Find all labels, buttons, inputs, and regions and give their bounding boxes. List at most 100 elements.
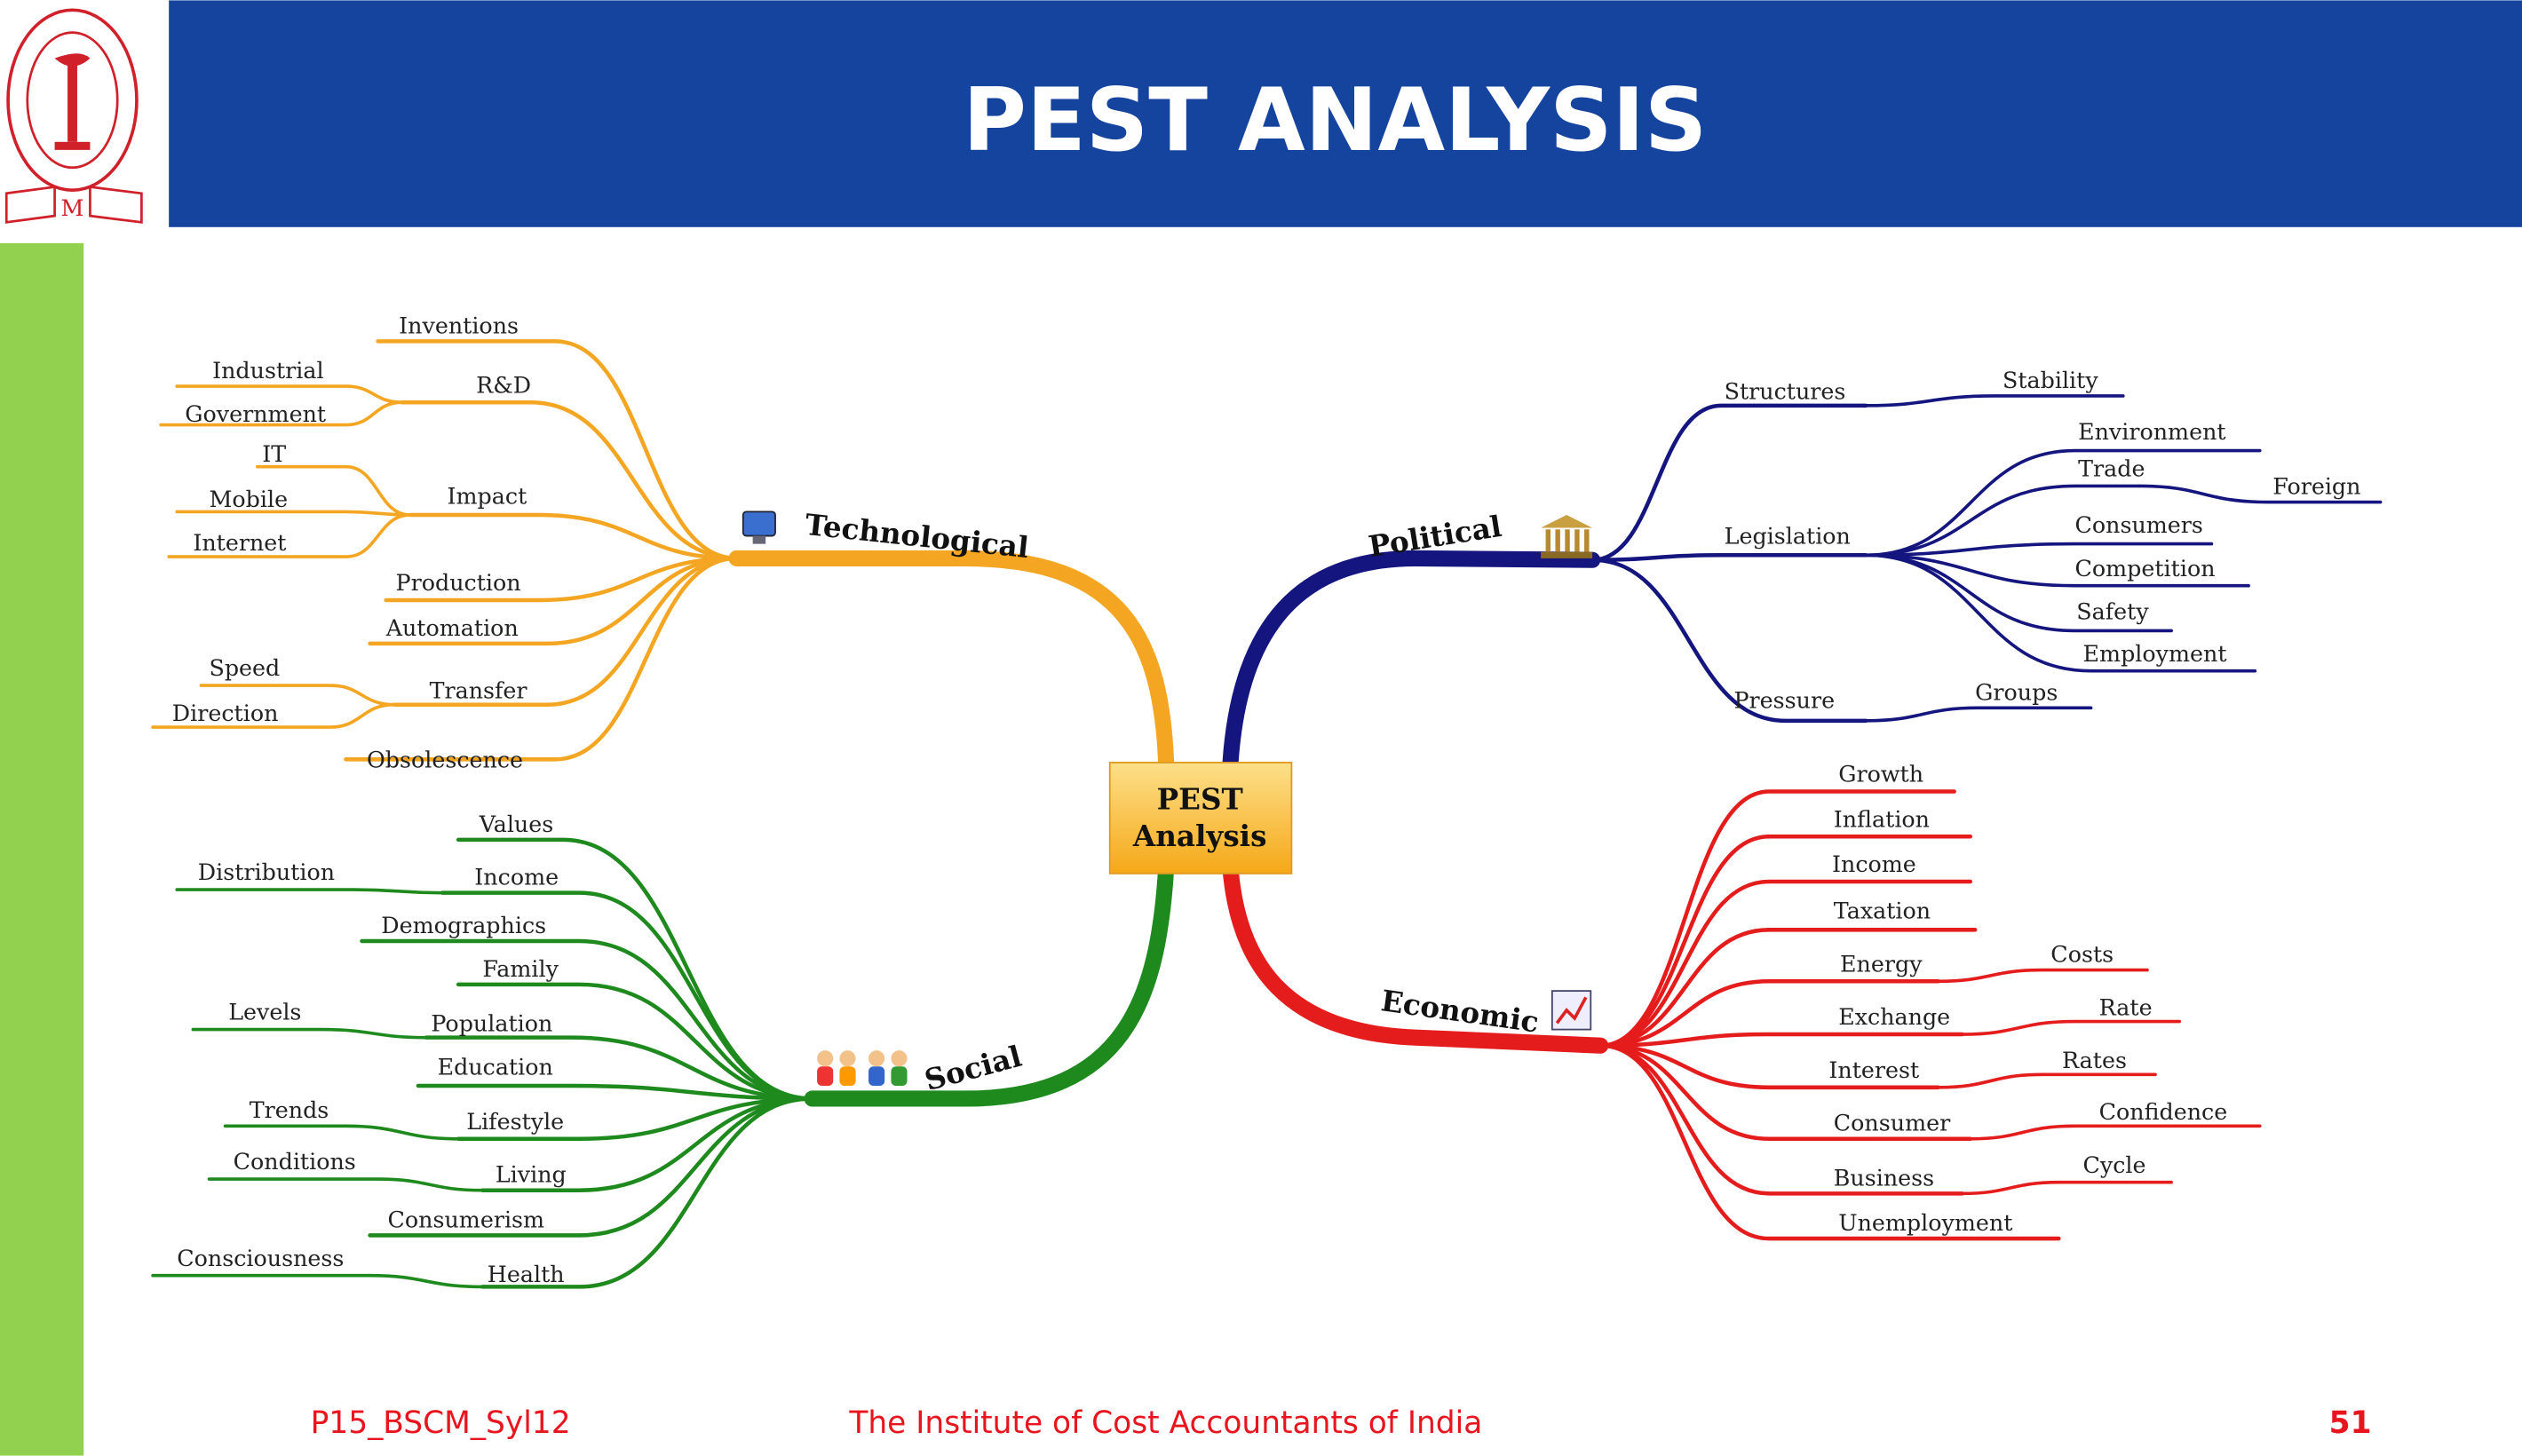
branch-label: Automation xyxy=(385,614,519,641)
branch-line xyxy=(408,512,739,561)
branch-line xyxy=(1864,553,2257,673)
branch-label: Trends xyxy=(250,1096,329,1123)
branch-label: Inflation xyxy=(1834,805,1930,832)
branch-line xyxy=(151,1273,485,1289)
header-bar xyxy=(169,0,2522,227)
page-title: PEST ANALYSIS xyxy=(963,70,1707,171)
branch-label: Business xyxy=(1834,1164,1934,1191)
branch-label: Groups xyxy=(1975,678,2058,705)
branch-line xyxy=(159,400,404,427)
branch-label: Exchange xyxy=(1838,1003,1950,1030)
branch-line xyxy=(1590,553,1868,562)
branch-line xyxy=(1598,879,1973,1048)
branch-line xyxy=(223,1124,461,1141)
branch-label: Levels xyxy=(228,999,301,1025)
branch-label: Consciousness xyxy=(177,1245,344,1271)
branch-label: Production xyxy=(396,569,521,596)
branch-label: Costs xyxy=(2050,941,2114,968)
branch-line xyxy=(191,1027,428,1040)
branch-label: Foreign xyxy=(2272,472,2360,499)
branch-label: Education xyxy=(438,1053,553,1080)
branch-line xyxy=(1936,968,2149,984)
branch-label: Population xyxy=(431,1009,552,1036)
branch-label: Income xyxy=(1832,851,1916,877)
branch-line xyxy=(1864,448,2262,558)
branch-line xyxy=(167,513,412,558)
branch-line xyxy=(1864,553,2250,588)
branch-label: Speed xyxy=(209,654,280,681)
branch-line xyxy=(376,339,739,561)
branch-label: Competition xyxy=(2074,555,2215,582)
branch-line xyxy=(424,1035,814,1101)
branch-label: Government xyxy=(185,400,326,427)
branch-label: Rate xyxy=(2099,993,2153,1020)
branch-label: Growth xyxy=(1838,761,1923,787)
footer-institute: The Institute of Cost Accountants of Ind… xyxy=(848,1405,1482,1441)
branch-label: Conditions xyxy=(234,1148,356,1175)
branch-line xyxy=(456,1096,814,1142)
branch-label: Internet xyxy=(193,529,286,556)
branch-label: Legislation xyxy=(1725,523,1851,550)
branch-label: Inventions xyxy=(399,312,519,338)
branch-line xyxy=(1598,928,1978,1048)
branch-label: Demographics xyxy=(381,912,546,938)
branch-line xyxy=(360,938,814,1101)
branch-label: Environment xyxy=(2078,418,2225,445)
line-chart-icon xyxy=(1550,990,1592,1031)
branch-line xyxy=(1598,1043,1940,1090)
branch-line xyxy=(1864,706,2093,723)
branch-line xyxy=(368,1096,814,1238)
pest-mind-map: InventionsR&DIndustrialGovernmentImpactI… xyxy=(151,312,2383,1289)
center-label-line2: Analysis xyxy=(1132,819,1267,853)
branch-label: Pressure xyxy=(1734,686,1836,713)
branch-label: Taxation xyxy=(1834,898,1931,924)
branch-label: Energy xyxy=(1840,950,1923,977)
branch-label: Industrial xyxy=(212,357,324,384)
branch-label: Consumers xyxy=(2074,511,2202,538)
branch-label: Health xyxy=(488,1261,565,1287)
center-node: PEST Analysis xyxy=(1108,762,1293,874)
branch-label: Transfer xyxy=(430,677,528,703)
branch-line xyxy=(400,400,739,561)
political-main-branch xyxy=(1222,550,1601,771)
branch-line xyxy=(440,890,814,1101)
sidebar-accent xyxy=(0,242,84,1456)
svg-text:M: M xyxy=(61,194,84,221)
branch-line xyxy=(255,464,412,517)
branch-line xyxy=(1960,1180,2173,1196)
branch-label: Direction xyxy=(172,700,279,726)
branch-label: Cycle xyxy=(2083,1151,2146,1178)
branch-label: Interest xyxy=(1828,1056,1919,1083)
branch-label: Safety xyxy=(2076,598,2149,625)
center-label-line1: PEST xyxy=(1157,781,1243,816)
branch-line xyxy=(416,1083,814,1101)
branch-line xyxy=(392,556,739,708)
branch-label: Rates xyxy=(2062,1047,2127,1073)
branch-line xyxy=(1936,1072,2157,1089)
social-main-branch xyxy=(804,860,1175,1107)
branch-line xyxy=(2137,484,2383,504)
branch-line xyxy=(1960,1019,2182,1036)
branch-line xyxy=(151,702,396,729)
technological-main-branch xyxy=(728,550,1175,771)
institute-logo: M xyxy=(4,8,143,224)
branch-line xyxy=(1968,1124,2262,1141)
branch-line xyxy=(1590,403,1868,562)
branch-label: Unemployment xyxy=(1838,1209,2012,1236)
branch-label: Consumerism xyxy=(388,1206,545,1232)
branch-label: Lifestyle xyxy=(466,1108,564,1135)
branch-label: Consumer xyxy=(1834,1110,1951,1136)
branch-label: Distribution xyxy=(198,859,335,885)
branch-line xyxy=(207,1177,485,1192)
branch-label: IT xyxy=(262,440,286,467)
branch-line xyxy=(1864,484,2141,558)
branch-line xyxy=(480,1096,814,1289)
branch-line xyxy=(1864,542,2214,558)
branch-label: Confidence xyxy=(2099,1098,2228,1125)
economic-main-branch xyxy=(1222,860,1609,1054)
branch-label: Structures xyxy=(1725,378,1846,405)
branch-label: Stability xyxy=(2003,367,2098,393)
branch-label: Trade xyxy=(2078,455,2145,482)
branch-line xyxy=(384,556,739,603)
